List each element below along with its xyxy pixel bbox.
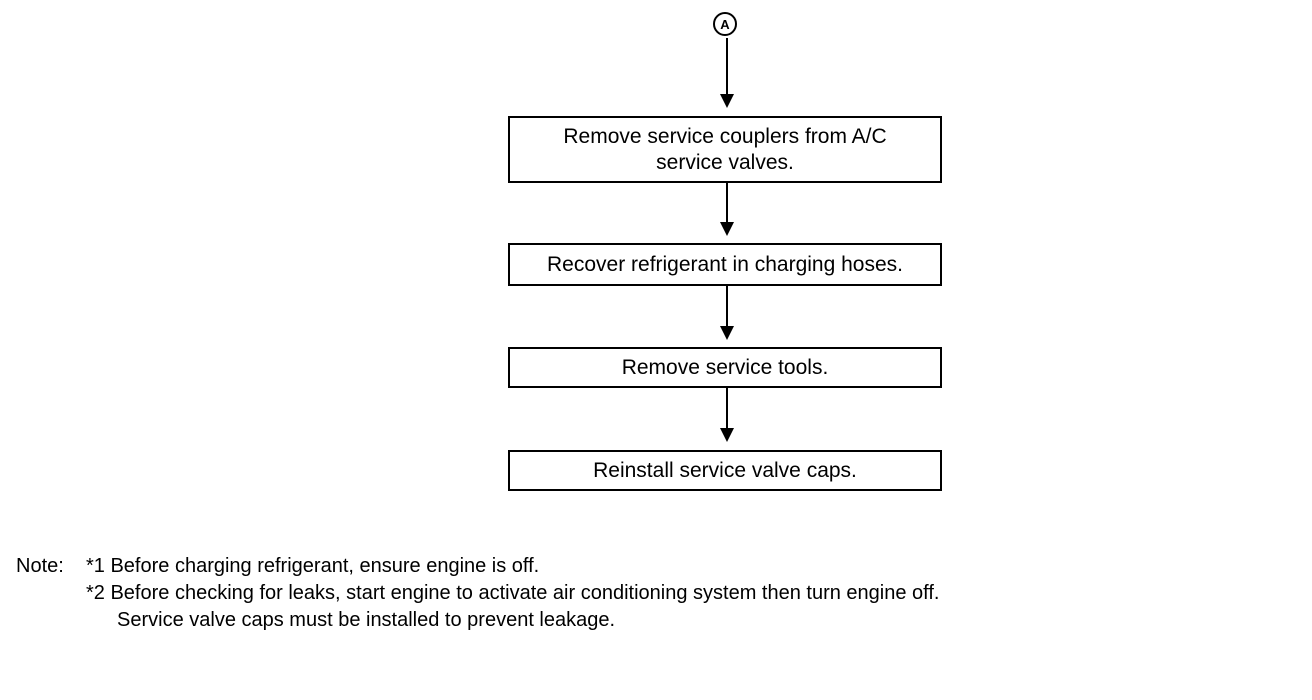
step-3-text: Remove service tools. xyxy=(621,355,829,379)
note-item-2: *2 Before checking for leaks, start engi… xyxy=(86,582,940,604)
note-item-1: *1 Before charging refrigerant, ensure e… xyxy=(86,555,540,577)
step-2-text: Recover refrigerant in charging hoses. xyxy=(546,252,903,276)
step-reinstall-valve-caps: Reinstall service valve caps. xyxy=(508,450,942,491)
step-recover-refrigerant: Recover refrigerant in charging hoses. xyxy=(508,243,942,286)
arrowhead-4 xyxy=(720,428,734,442)
note-row-1: Note: *1 Before charging refrigerant, en… xyxy=(16,553,939,580)
note-item-3: Service valve caps must be installed to … xyxy=(117,609,616,631)
note-row-2: *2 Before checking for leaks, start engi… xyxy=(16,580,939,607)
notes-section: Note: *1 Before charging refrigerant, en… xyxy=(16,553,939,634)
step-remove-service-tools: Remove service tools. xyxy=(508,347,942,388)
connector-marker-a: A xyxy=(713,12,737,36)
arrowhead-1 xyxy=(720,94,734,108)
arrowhead-3 xyxy=(720,326,734,340)
step-remove-service-couplers: Remove service couplers from A/C service… xyxy=(508,116,942,183)
note-row-3: Service valve caps must be installed to … xyxy=(16,607,939,634)
connector-marker-label: A xyxy=(720,16,730,32)
step-1-text: Remove service couplers from A/C service… xyxy=(563,124,887,174)
arrowhead-2 xyxy=(720,222,734,236)
step-4-text: Reinstall service valve caps. xyxy=(593,458,857,482)
notes-label: Note: xyxy=(16,555,64,577)
